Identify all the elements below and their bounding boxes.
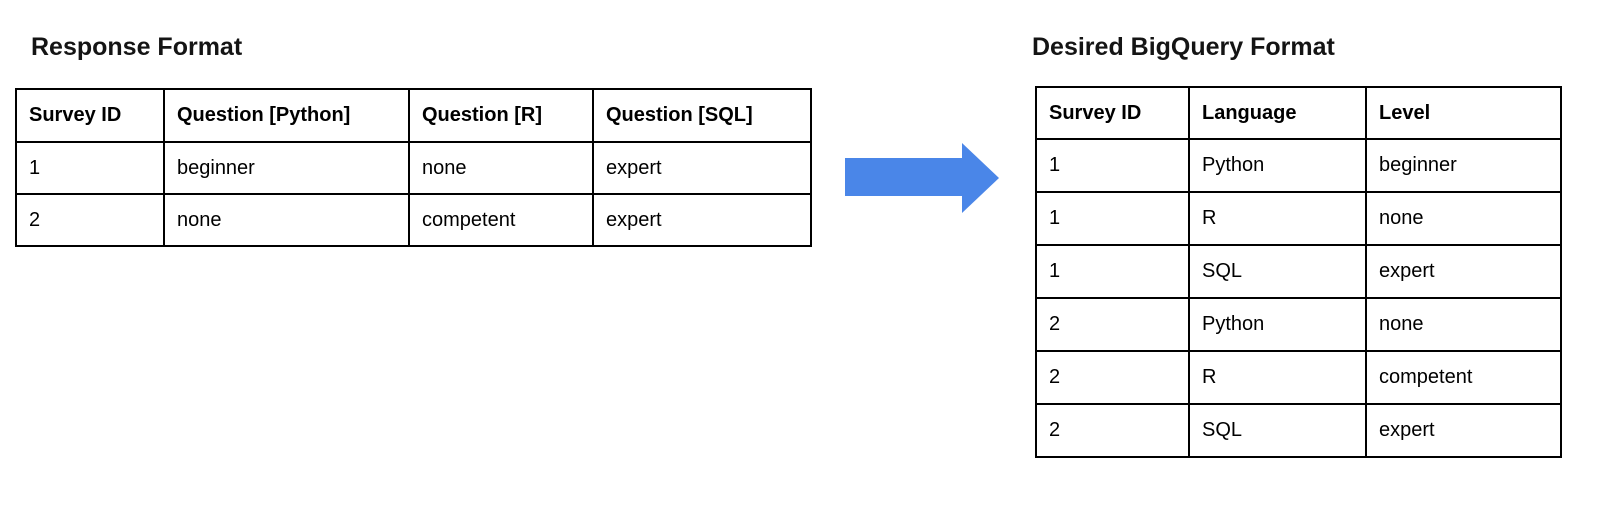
table-cell: competent (408, 193, 594, 247)
column-header: Question [R] (408, 88, 594, 143)
table-cell: none (1365, 191, 1562, 246)
arrow-body (845, 158, 963, 196)
column-header: Survey ID (15, 88, 165, 143)
table-cell: expert (1365, 244, 1562, 299)
column-header: Question [SQL] (592, 88, 812, 143)
table-cell: Python (1188, 297, 1367, 352)
column-header: Survey ID (1035, 86, 1190, 140)
table-cell: 1 (1035, 244, 1190, 299)
arrow-right-icon (962, 143, 999, 213)
table-cell: expert (592, 141, 812, 195)
table-cell: SQL (1188, 403, 1367, 458)
table-cell: competent (1365, 350, 1562, 405)
table-cell: R (1188, 350, 1367, 405)
table-cell: 2 (1035, 297, 1190, 352)
table-cell: none (408, 141, 594, 195)
table-cell: beginner (1365, 138, 1562, 193)
column-header: Question [Python] (163, 88, 410, 143)
table-cell: beginner (163, 141, 410, 195)
table-cell: none (163, 193, 410, 247)
table-cell: 2 (1035, 350, 1190, 405)
table-cell: 2 (1035, 403, 1190, 458)
column-header: Level (1365, 86, 1562, 140)
column-header: Language (1188, 86, 1367, 140)
table-cell: 2 (15, 193, 165, 247)
transform-arrow (845, 143, 999, 213)
table-cell: 1 (1035, 138, 1190, 193)
table-cell: 1 (1035, 191, 1190, 246)
bigquery-format-title: Desired BigQuery Format (1032, 33, 1335, 61)
table-cell: none (1365, 297, 1562, 352)
table-cell: expert (592, 193, 812, 247)
table-cell: Python (1188, 138, 1367, 193)
response-format-title: Response Format (31, 33, 243, 61)
table-cell: SQL (1188, 244, 1367, 299)
table-cell: 1 (15, 141, 165, 195)
table-cell: R (1188, 191, 1367, 246)
table-cell: expert (1365, 403, 1562, 458)
